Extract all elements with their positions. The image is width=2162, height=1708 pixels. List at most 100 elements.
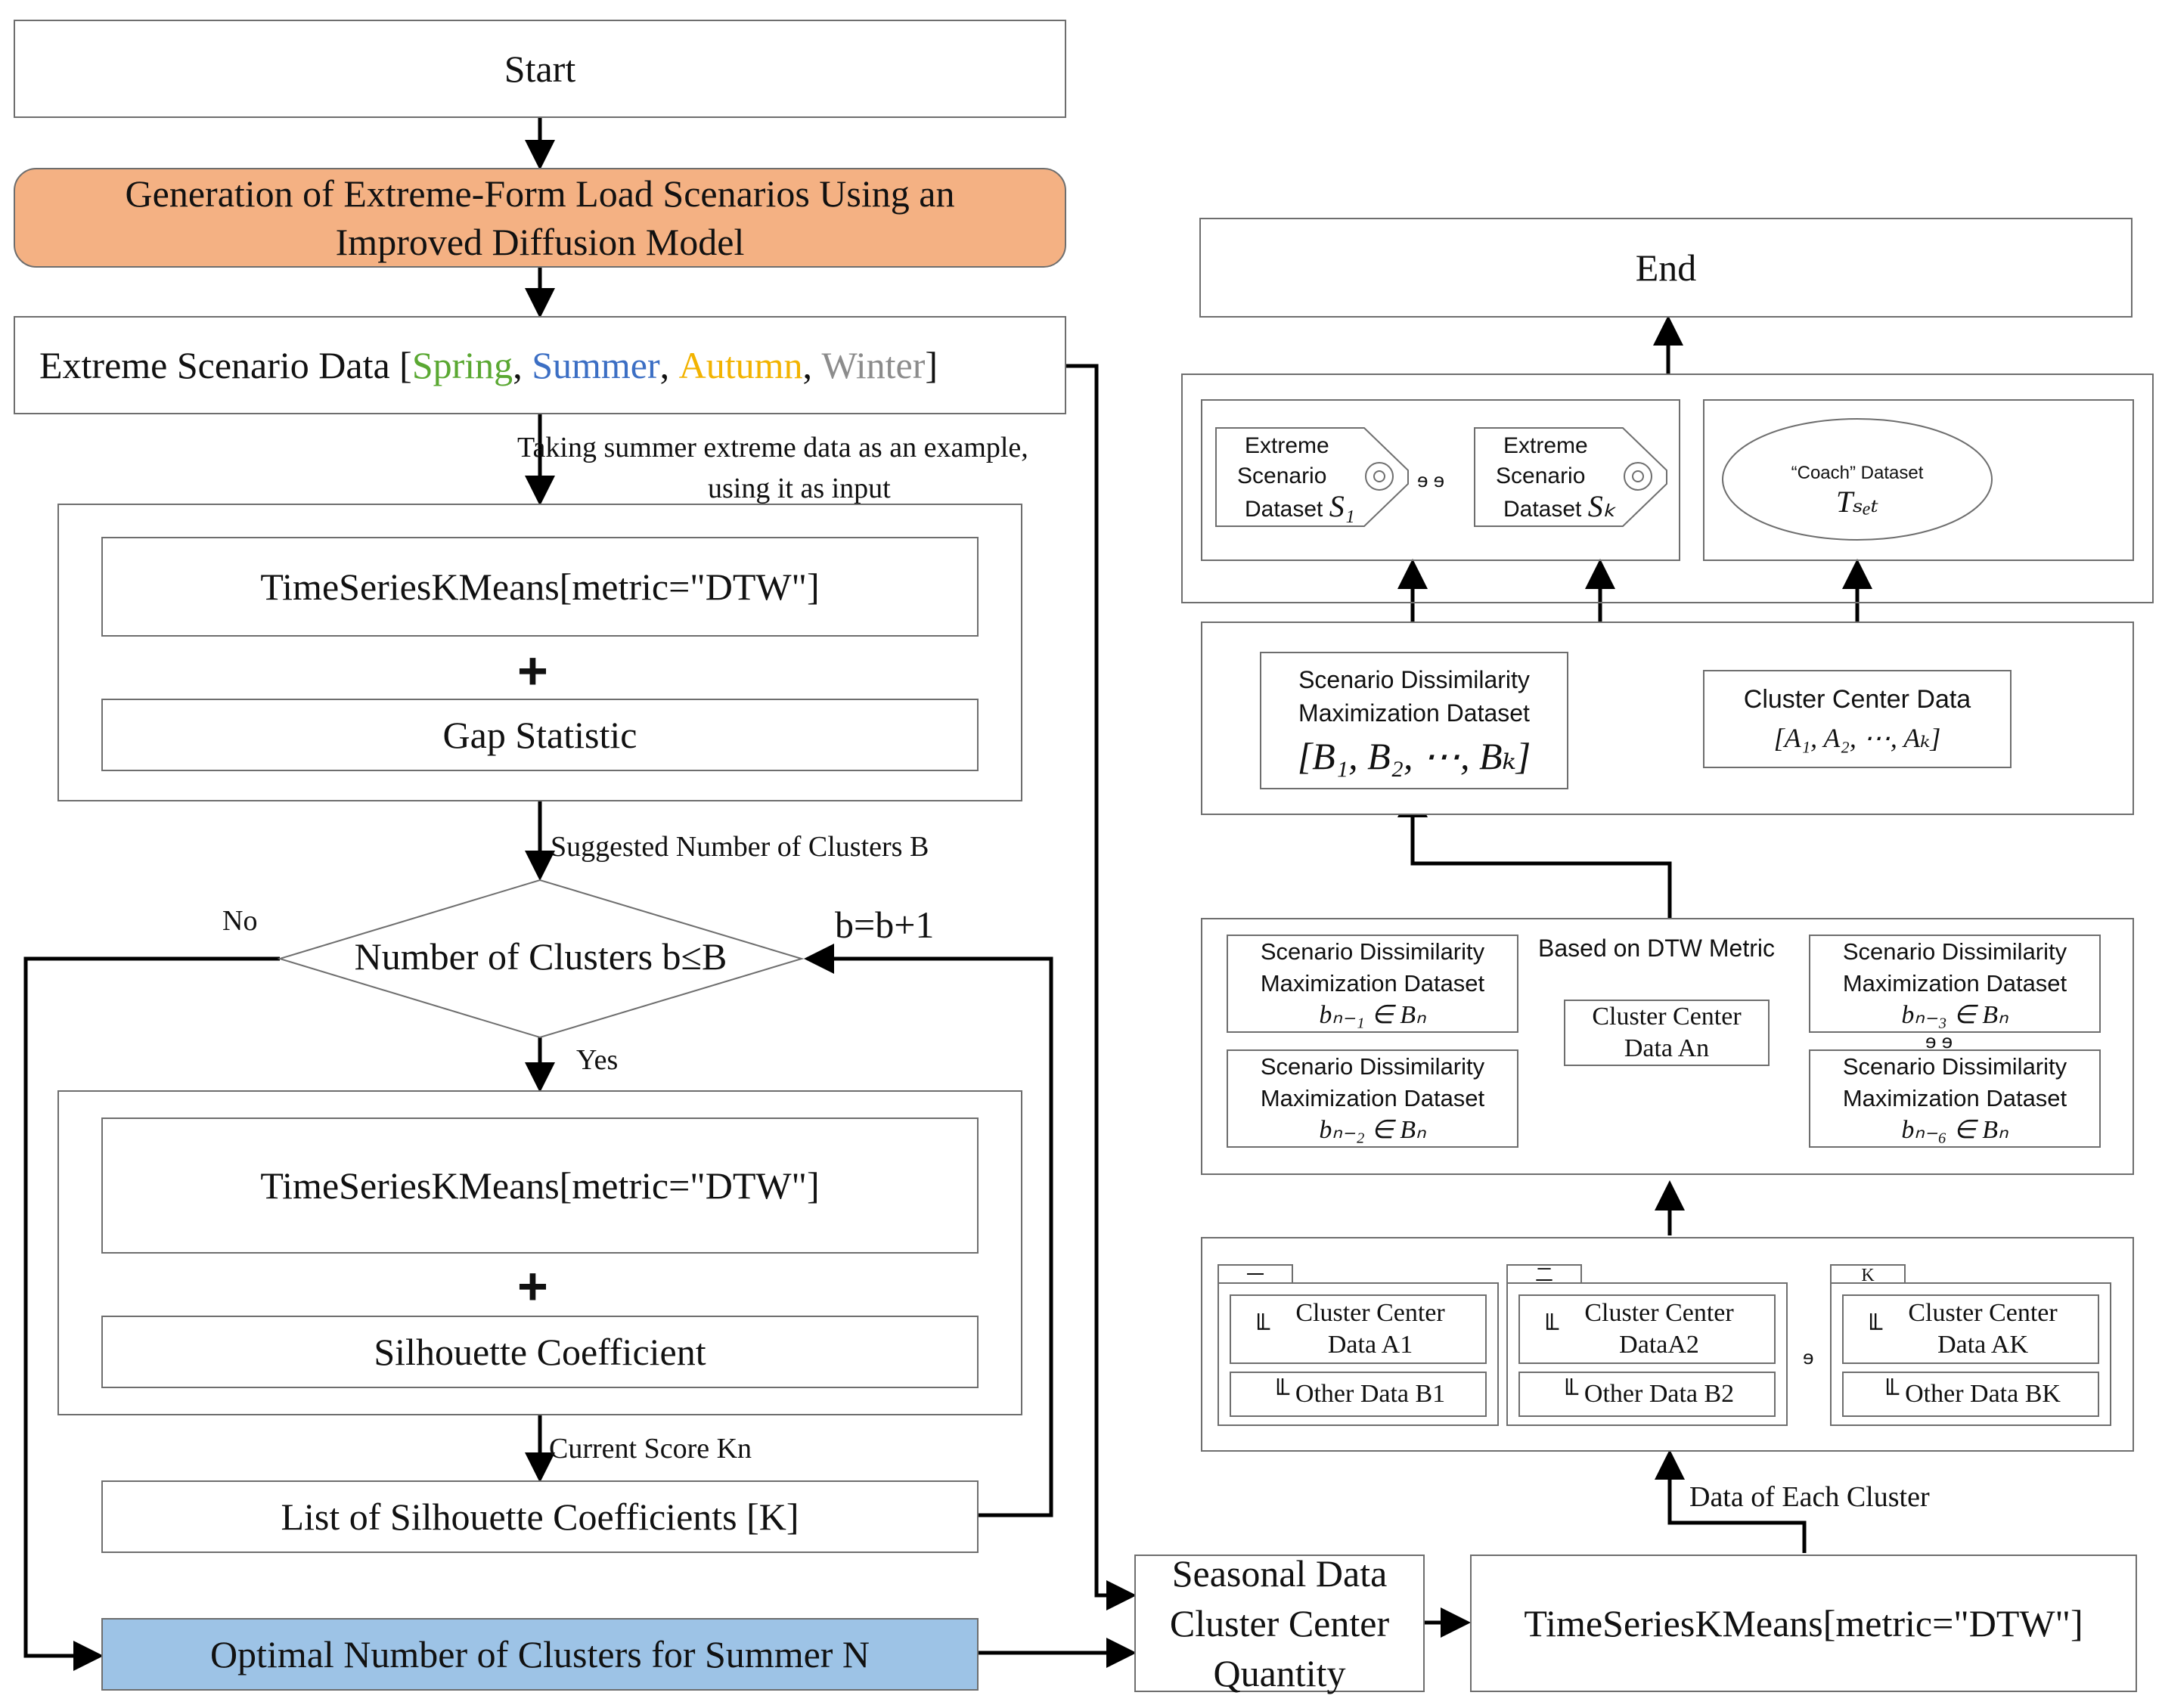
ccd-title: Cluster Center Data [1743, 684, 1971, 714]
optimal-clusters-box: Optimal Number of Clusters for Summer N [101, 1618, 979, 1691]
no-label: No [222, 905, 258, 937]
bullet-icon: ╙ [1540, 1315, 1559, 1343]
gap-statistic-label: Gap Statistic [442, 714, 637, 756]
tag-sk [1474, 427, 1667, 527]
s1-line1: Extreme [1245, 433, 1329, 458]
coach-text: “Coach” Dataset Tₛₑₜ [1723, 463, 1992, 519]
other-data-label: Other Data BK [1905, 1380, 2061, 1408]
dtw-dataset-label: Scenario Dissimilarity Maximization Data… [1260, 1053, 1485, 1111]
other-data-label: Other Data B1 [1295, 1380, 1446, 1408]
arrow-no-path [23, 956, 280, 1671]
end-label: End [1635, 246, 1697, 289]
s1-line2: Scenario [1237, 463, 1327, 488]
dtw-dataset-subset: bₙ₋₁ ∈ Bₙ [1319, 1001, 1426, 1029]
other-data-box: ╙Other Data BK [1842, 1372, 2099, 1417]
arrow-data-to-seasonal [1063, 364, 1137, 1610]
bullet-icon: ╙ [1559, 1380, 1578, 1408]
s1-line3: Dataset [1245, 497, 1323, 522]
comma: , [802, 344, 822, 386]
plus-icon: + [517, 1257, 548, 1316]
right-tskm-box: TimeSeriesKMeans[metric="DTW"] [1470, 1555, 2137, 1692]
cluster-center-box: ╙ Cluster Center DataA2 [1518, 1294, 1776, 1364]
season-autumn: Autumn [678, 344, 803, 386]
decision-diamond [277, 879, 805, 1039]
data-each-cluster-label: Data of Each Cluster [1689, 1481, 1930, 1513]
silhouette-box: Silhouette Coefficient [101, 1316, 979, 1388]
gap-statistic-box: Gap Statistic [101, 699, 979, 771]
sk-line3: Dataset [1503, 497, 1582, 522]
start-label: Start [504, 48, 576, 90]
coach-symbol: Tₛₑₜ [1835, 485, 1879, 519]
sdm-box: Scenario Dissimilarity Maximization Data… [1260, 652, 1568, 789]
generation-label: Generation of Extreme-Form Load Scenario… [125, 172, 955, 263]
group2-tskm-label: TimeSeriesKMeans[metric="DTW"] [260, 1164, 820, 1207]
season-winter: Winter [821, 344, 926, 386]
cluster-folder-tab: 一 [1217, 1264, 1293, 1285]
suggested-text: Suggested Number of Clusters B [551, 831, 929, 863]
cluster-center-label: Cluster Center Data AK [1908, 1299, 2058, 1359]
arrow-loop-back [804, 944, 1053, 1517]
dtw-dataset-subset: bₙ₋₃ ∈ Bₙ [1901, 1001, 2008, 1029]
start-box: Start [14, 20, 1066, 118]
dtw-metric-label: Based on DTW Metric [1538, 935, 1775, 962]
end-box: End [1199, 218, 2133, 318]
note-line2: using it as input [708, 473, 891, 504]
arrow-tskm-to-clusters [1655, 1449, 1807, 1553]
cluster-folder-tab: 二 [1506, 1264, 1582, 1285]
extreme-datasets-panel [1201, 399, 1680, 561]
tag-s1 [1215, 427, 1409, 527]
seasonal-box: Seasonal Data Cluster Center Quantity [1134, 1552, 1425, 1694]
sk-text: Extreme Scenario Dataset Sₖ [1481, 431, 1616, 525]
cluster-center-label: Cluster Center DataA2 [1584, 1299, 1734, 1359]
dtw-ellipsis-icon: ɘ ɘ [1925, 1030, 1953, 1052]
silhouette-list-text: List of Silhouette Coefficients [K] [281, 1496, 799, 1538]
bullet-icon: ╙ [1251, 1315, 1270, 1343]
other-data-box: ╙Other Data B2 [1518, 1372, 1776, 1417]
dtw-center-text: Cluster Center Data An [1592, 1003, 1742, 1062]
dtw-dataset-subset: bₙ₋₂ ∈ Bₙ [1319, 1116, 1426, 1144]
note-line1: Taking summer extreme data as an example… [517, 432, 1028, 463]
dtw-dataset-label: Scenario Dissimilarity Maximization Data… [1842, 938, 2067, 997]
coach-panel [1703, 399, 2134, 561]
seasonal-label: Seasonal Data Cluster Center Quantity [1169, 1552, 1390, 1694]
group1-tskm-label: TimeSeriesKMeans[metric="DTW"] [260, 566, 820, 608]
current-score-text: Current Score Kn [549, 1433, 752, 1465]
right-tskm-label: TimeSeriesKMeans[metric="DTW"] [1524, 1602, 2083, 1644]
extreme-data-prefix: Extreme Scenario Data [ [39, 344, 412, 386]
comma: , [659, 344, 679, 386]
cluster-folder-tab: K [1830, 1264, 1906, 1285]
datasets-ellipsis-icon: ɘ ɘ [1417, 469, 1445, 491]
coach-label: “Coach” Dataset [1791, 463, 1924, 483]
dtw-center-box: Cluster Center Data An [1564, 1000, 1770, 1066]
extreme-scenario-data-box: Extreme Scenario Data [ Spring , Summer … [14, 316, 1066, 414]
other-data-box: ╙Other Data B1 [1230, 1372, 1487, 1417]
dtw-dataset-label: Scenario Dissimilarity Maximization Data… [1842, 1053, 2067, 1111]
silhouette-label: Silhouette Coefficient [374, 1331, 706, 1373]
sdm-title: Scenario Dissimilarity Maximization Data… [1298, 666, 1530, 727]
group2-tskm-box: TimeSeriesKMeans[metric="DTW"] [101, 1117, 979, 1254]
season-summer: Summer [532, 344, 660, 386]
silhouette-list-box: List of Silhouette Coefficients [K] [101, 1480, 979, 1553]
dtw-dataset-box: Scenario Dissimilarity Maximization Data… [1227, 1049, 1518, 1148]
suggested-clusters-label: Suggested Number of Clusters B [551, 830, 929, 863]
increment-label: b=b+1 [835, 904, 935, 946]
plus-icon: + [517, 641, 548, 700]
dtw-dataset-box: Scenario Dissimilarity Maximization Data… [1809, 1049, 2101, 1148]
cluster-center-label: Cluster Center Data A1 [1295, 1299, 1445, 1359]
season-spring: Spring [411, 344, 513, 386]
bullet-icon: ╙ [1270, 1380, 1289, 1408]
current-score-label: Current Score Kn [549, 1432, 752, 1465]
decision-text: Number of Clusters b≤B [354, 935, 727, 978]
s1-text: Extreme Scenario Dataset S₁ [1222, 431, 1355, 525]
cluster-center-box: ╙ Cluster Center Data A1 [1230, 1294, 1487, 1364]
dtw-dataset-box: Scenario Dissimilarity Maximization Data… [1227, 935, 1518, 1033]
ccd-box: Cluster Center Data [A₁, A₂, ⋯, Aₖ] [1703, 670, 2012, 768]
s1-symbol: S₁ [1329, 489, 1355, 523]
clusters-ellipsis-icon: ɘ [1803, 1346, 1814, 1369]
dtw-dataset-subset: bₙ₋₆ ∈ Bₙ [1901, 1116, 2008, 1144]
sdm-formula: [B₁, B₂, ⋯, Bₖ] [1297, 735, 1531, 777]
bullet-icon: ╙ [1863, 1315, 1883, 1343]
extreme-data-suffix: ] [925, 344, 938, 386]
